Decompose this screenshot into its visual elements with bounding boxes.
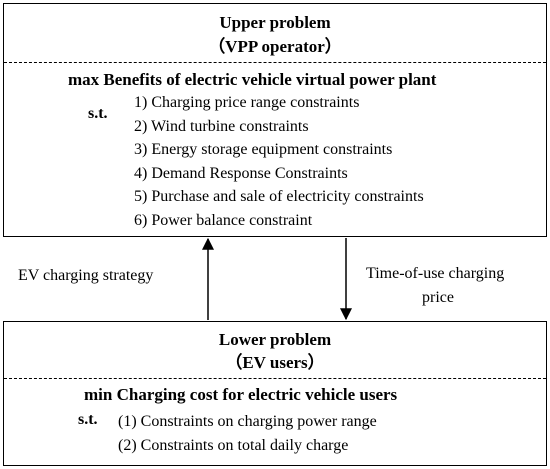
upper-constraint-item: 2) Wind turbine constraints [134,117,309,135]
upper-constraint-item: 3) Energy storage equipment constraints [134,141,393,159]
lower-constraint-item: (2) Constraints on total daily charge [118,436,349,454]
upper-constraint-item: 1) Charging price range constraints [134,94,360,111]
lower-problem-box: Lower problem （EV users） min Charging co… [3,321,547,466]
upper-problem-title: Upper problem [219,13,331,32]
lower-problem-subtitle: （EV users） [225,353,325,372]
lower-constraint-item: (1) Constraints on charging power range [118,413,377,430]
lower-st-label: s.t. [78,411,98,428]
upper-divider [4,62,546,63]
upper-constraint-list: 1) Charging price range constraints 2) W… [134,91,424,233]
lower-objective: min Charging cost for electric vehicle u… [84,385,398,404]
upper-constraint-item: 5) Purchase and sale of electricity cons… [134,188,424,206]
upper-constraint-item: 6) Power balance constraint [134,211,313,229]
down-arrow-label-line1: Time-of-use charging [366,265,505,282]
upper-problem-box: Upper problem （VPP operator） max Benefit… [3,3,547,237]
down-arrow-label-line2: price [422,289,454,306]
upper-constraint-item: 4) Demand Response Constraints [134,164,348,182]
lower-divider [4,378,546,379]
lower-constraint-list: (1) Constraints on charging power range … [118,410,377,457]
upper-st-label: s.t. [88,105,108,122]
upper-objective: max Benefits of electric vehicle virtual… [68,70,437,89]
up-arrow-label: EV charging strategy [18,267,154,284]
lower-problem-title: Lower problem [218,330,332,349]
upper-problem-subtitle: （VPP operator） [208,37,342,56]
